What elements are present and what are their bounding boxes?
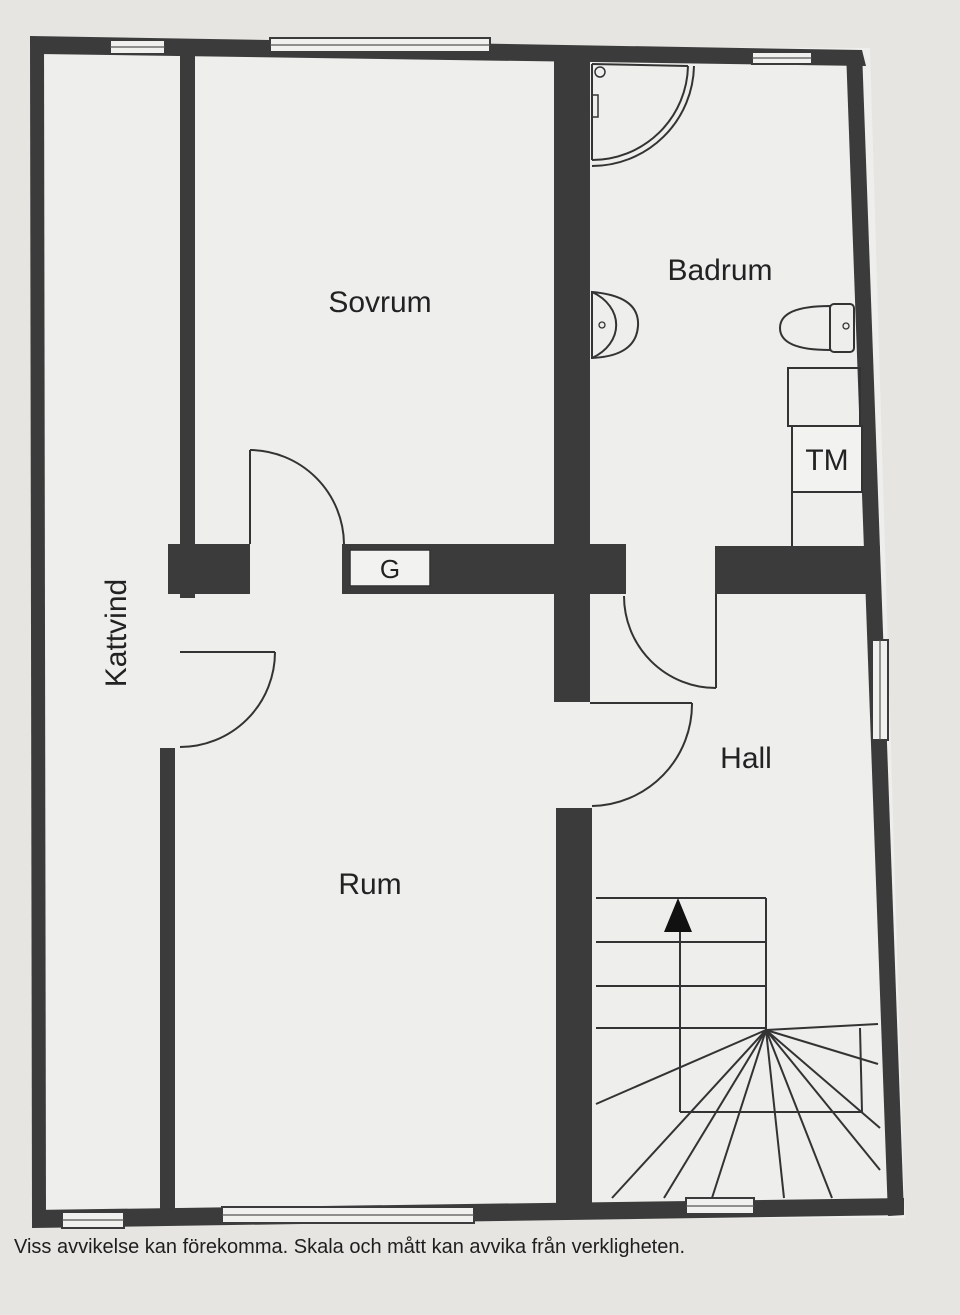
staircase	[595, 897, 881, 1199]
room-labels: Sovrum Badrum Hall Rum Kattvind	[100, 254, 773, 901]
badrum-label: Badrum	[667, 254, 772, 287]
sovrum-label: Sovrum	[328, 286, 431, 319]
disclaimer-caption: Viss avvikelse kan förekomma. Skala och …	[14, 1236, 686, 1258]
bathroom-fixtures: TM	[591, 63, 863, 546]
middle-wall: G	[168, 544, 880, 594]
g-label: G	[380, 554, 400, 584]
windows	[61, 37, 889, 1229]
shower-icon	[591, 63, 695, 167]
rum-label: Rum	[338, 868, 401, 901]
kattvind-wall	[160, 48, 195, 1210]
kattvind-label: Kattvind	[100, 579, 133, 687]
doors	[179, 449, 717, 807]
sink-icon	[591, 290, 640, 360]
hall-label: Hall	[720, 742, 772, 775]
vertical-wall	[554, 55, 592, 1208]
tm-cabinet: TM	[787, 367, 863, 546]
tm-label: TM	[805, 444, 848, 477]
up-arrow-icon	[664, 898, 692, 932]
toilet-icon	[778, 303, 855, 353]
